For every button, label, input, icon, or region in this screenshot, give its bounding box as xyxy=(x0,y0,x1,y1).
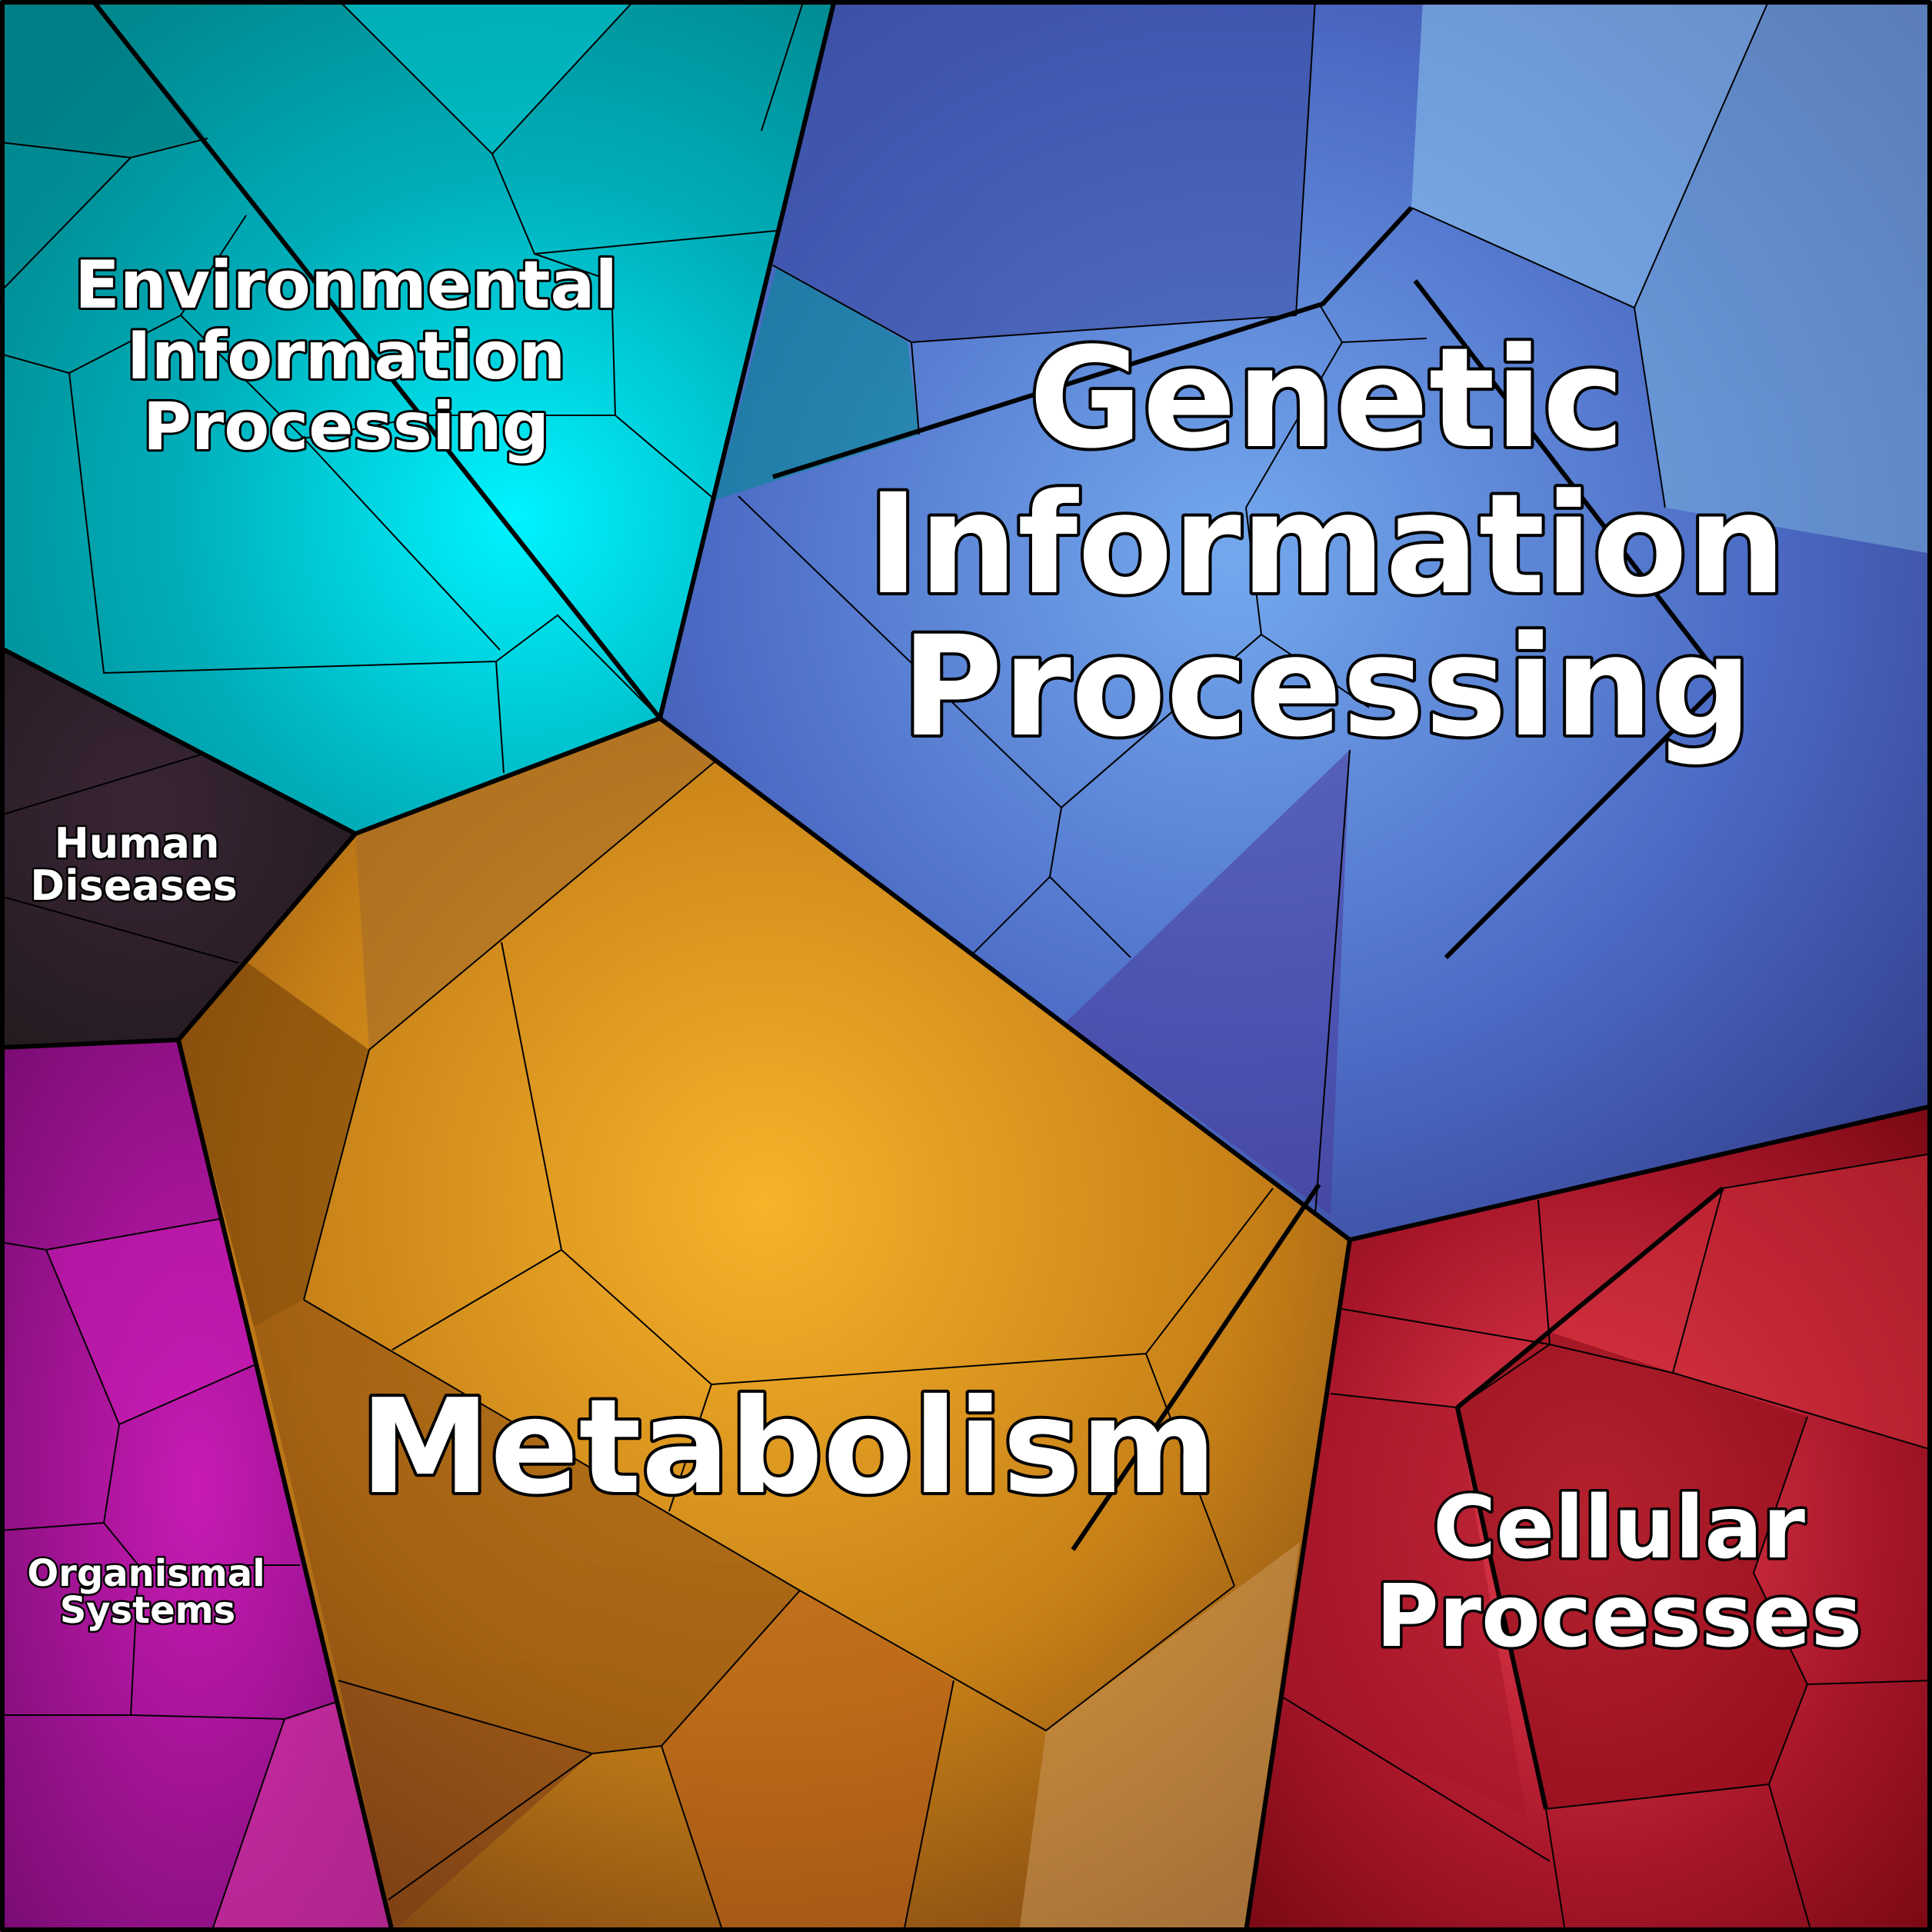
label-organismal: Organismal Systems xyxy=(25,1551,267,1634)
label-human-line1: Human xyxy=(55,819,220,868)
label-cellular-line2: Processes xyxy=(1376,1567,1863,1667)
label-metabolism: Metabolism xyxy=(357,1368,1220,1527)
label-metabolism-line1: Metabolism xyxy=(360,1371,1217,1524)
label-cellular: Cellular Processes xyxy=(1373,1476,1865,1670)
label-environmental-line2: Information xyxy=(127,318,566,395)
label-organismal-line1: Organismal xyxy=(27,1552,265,1595)
label-human-line2: Diseases xyxy=(30,861,237,910)
label-genetic-line2: Information xyxy=(868,465,1786,625)
region-human xyxy=(0,648,355,1048)
label-cellular-line1: Cellular xyxy=(1433,1478,1805,1578)
label-genetic-line1: Genetic xyxy=(1029,318,1625,479)
label-environmental: Environmental Information Processing xyxy=(72,245,620,468)
label-organismal-line2: Systems xyxy=(60,1589,236,1632)
label-environmental-line3: Processing xyxy=(143,388,549,465)
region-environmental xyxy=(0,0,834,834)
label-genetic-line3: Processing xyxy=(901,607,1752,768)
label-genetic: Genetic Information Processing xyxy=(864,315,1789,771)
label-human: Human Diseases xyxy=(28,818,239,912)
label-environmental-line1: Environmental xyxy=(75,247,618,324)
